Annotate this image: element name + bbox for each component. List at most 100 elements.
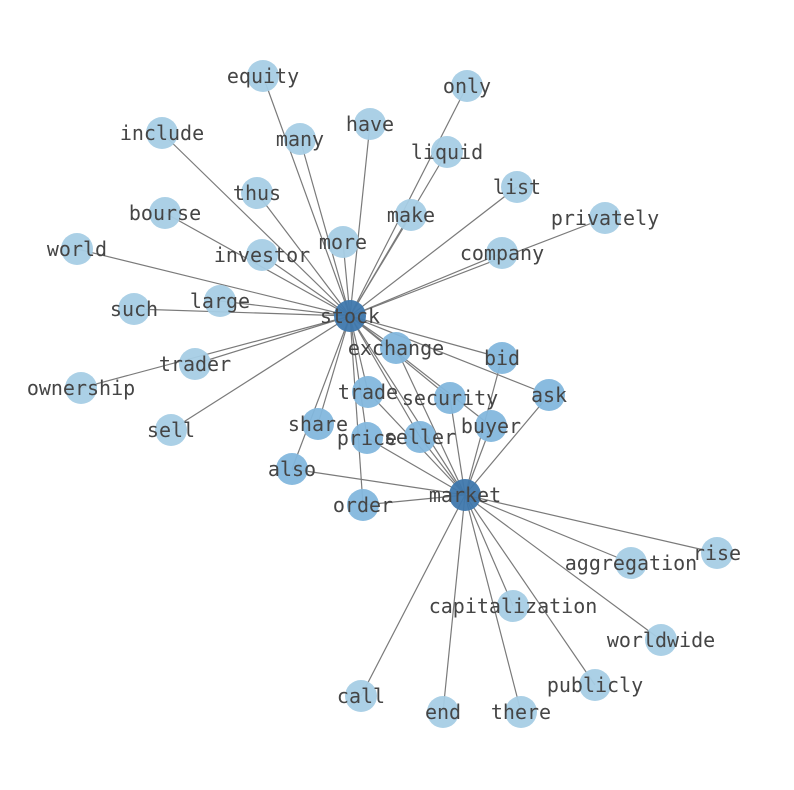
edge-stock-world bbox=[76, 248, 351, 317]
node-label-aggregation: aggregation bbox=[565, 551, 697, 575]
node-such bbox=[118, 293, 150, 325]
node-label-world: world bbox=[47, 237, 107, 261]
edge-market-publicly bbox=[464, 494, 596, 686]
edge-stock-buyer bbox=[349, 315, 492, 427]
edge-stock-share bbox=[317, 315, 351, 425]
node-price bbox=[351, 422, 383, 454]
node-label-have: have bbox=[346, 112, 394, 136]
edge-market-aggregation bbox=[464, 494, 632, 564]
edge-market-worldwide bbox=[464, 494, 662, 641]
node-label-bourse: bourse bbox=[129, 201, 201, 225]
node-label-bid: bid bbox=[484, 346, 520, 370]
node-label-end: end bbox=[425, 700, 461, 724]
node-order bbox=[347, 489, 379, 521]
node-label-stock: stock bbox=[320, 304, 380, 328]
node-label-privately: privately bbox=[551, 206, 659, 230]
node-there bbox=[505, 696, 537, 728]
node-label-price: price bbox=[337, 426, 397, 450]
edge-stock-privately bbox=[349, 217, 606, 317]
edge-stock-such bbox=[133, 308, 351, 317]
edge-market-ask bbox=[464, 394, 550, 496]
node-bourse bbox=[149, 197, 181, 229]
node-list bbox=[501, 171, 533, 203]
node-call bbox=[345, 680, 377, 712]
edge-stock-company bbox=[349, 252, 503, 317]
node-make bbox=[395, 199, 427, 231]
node-trader bbox=[179, 348, 211, 380]
node-world bbox=[61, 233, 93, 265]
node-label-equity: equity bbox=[227, 64, 299, 88]
node-label-only: only bbox=[443, 74, 491, 98]
node-label-large: large bbox=[190, 289, 250, 313]
node-large bbox=[204, 285, 236, 317]
node-capitalization bbox=[497, 590, 529, 622]
node-exchange bbox=[380, 332, 412, 364]
node-label-worldwide: worldwide bbox=[607, 628, 715, 652]
node-label-investor: investor bbox=[214, 243, 310, 267]
node-also bbox=[276, 453, 308, 485]
node-share bbox=[302, 408, 334, 440]
node-label-ownership: ownership bbox=[27, 376, 135, 400]
node-aggregation bbox=[615, 547, 647, 579]
node-label-liquid: liquid bbox=[411, 140, 483, 164]
node-label-rise: rise bbox=[693, 541, 741, 565]
edge-stock-sell bbox=[170, 315, 351, 431]
edge-market-exchange bbox=[395, 347, 466, 496]
node-ask bbox=[533, 379, 565, 411]
node-bid bbox=[486, 342, 518, 374]
node-end bbox=[427, 696, 459, 728]
node-label-many: many bbox=[276, 127, 324, 151]
node-have bbox=[354, 108, 386, 140]
node-only bbox=[451, 70, 483, 102]
edge-market-capitalization bbox=[464, 494, 514, 607]
node-label-ask: ask bbox=[531, 383, 567, 407]
node-label-such: such bbox=[110, 297, 158, 321]
node-label-exchange: exchange bbox=[348, 336, 444, 360]
edge-market-end bbox=[442, 494, 466, 713]
edge-stock-order bbox=[349, 315, 364, 506]
node-worldwide bbox=[645, 624, 677, 656]
node-label-trade: trade bbox=[338, 380, 398, 404]
edge-market-also bbox=[291, 468, 466, 496]
node-privately bbox=[589, 202, 621, 234]
edge-stock-bid bbox=[349, 315, 503, 359]
edge-market-security bbox=[449, 397, 466, 496]
node-label-market: market bbox=[429, 483, 501, 507]
edge-stock-seller bbox=[349, 315, 421, 438]
node-label-security: security bbox=[402, 386, 498, 410]
node-layer bbox=[61, 60, 733, 728]
node-market bbox=[449, 479, 481, 511]
node-label-make: make bbox=[387, 203, 435, 227]
node-label-call: call bbox=[337, 684, 385, 708]
edge-stock-make bbox=[349, 214, 412, 317]
node-rise bbox=[701, 537, 733, 569]
edge-stock-trader bbox=[194, 315, 351, 365]
node-trade bbox=[352, 376, 384, 408]
node-thus bbox=[241, 177, 273, 209]
node-company bbox=[486, 237, 518, 269]
edge-stock-large bbox=[219, 300, 351, 317]
node-equity bbox=[247, 60, 279, 92]
node-label-there: there bbox=[491, 700, 551, 724]
edge-market-price bbox=[366, 437, 466, 496]
node-sell bbox=[155, 414, 187, 446]
node-label-more: more bbox=[319, 230, 367, 254]
node-buyer bbox=[475, 410, 507, 442]
edge-stock-have bbox=[349, 123, 371, 317]
node-label-seller: seller bbox=[384, 425, 456, 449]
edge-stock-equity bbox=[262, 75, 351, 317]
edge-stock-investor bbox=[261, 254, 351, 317]
node-label-also: also bbox=[268, 457, 316, 481]
node-publicly bbox=[579, 669, 611, 701]
node-many bbox=[284, 123, 316, 155]
edge-stock-also bbox=[291, 315, 351, 470]
node-stock bbox=[334, 300, 366, 332]
edge-stock-include bbox=[161, 132, 351, 317]
edge-stock-ownership bbox=[80, 315, 351, 389]
node-label-buyer: buyer bbox=[461, 414, 521, 438]
edge-stock-market bbox=[349, 315, 466, 496]
node-seller bbox=[404, 421, 436, 453]
edge-stock-price bbox=[349, 315, 368, 439]
